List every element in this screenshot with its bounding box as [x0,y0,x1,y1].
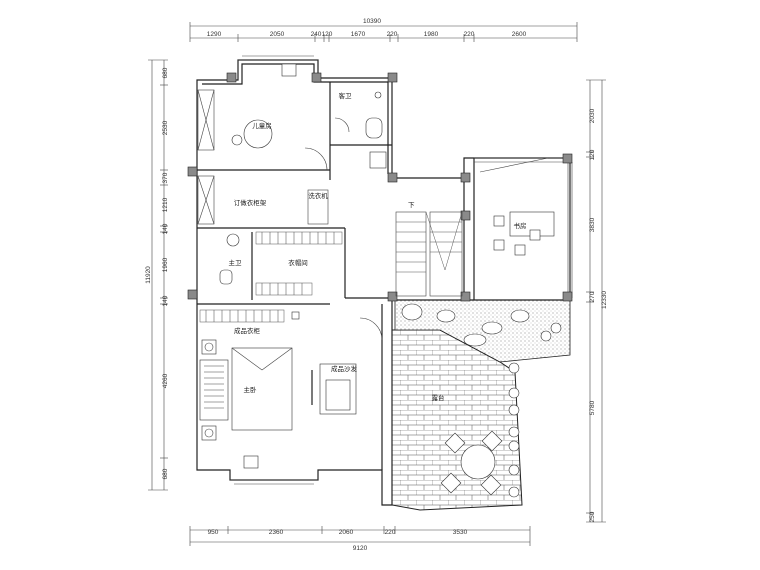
top-seg-dim: 1670 [351,31,366,38]
childrens-room: 儿童房 [197,63,328,171]
structural-columns [187,72,573,302]
bottom-seg-dim: 3530 [453,529,468,536]
left-seg-dim: 140 [162,295,169,306]
bottom-seg-dim: 950 [208,529,219,536]
top-seg-dim: 2050 [270,31,285,38]
bottom-total-dim: 9120 [353,545,368,552]
left-dimension-chain: 11920 680 2530 370 1210 140 1960 140 426… [145,59,169,491]
master-bedroom: 主卧 成品沙发 [199,317,383,469]
top-seg-dim: 120 [322,31,333,38]
guest-bath: 客卫 [334,91,387,169]
cloakroom: 衣帽间 成品衣柜 [199,231,343,335]
childrens-room-label: 儿童房 [252,121,272,130]
terrace-floor [391,299,571,511]
right-seg-dim: 120 [589,149,596,160]
top-seg-dim: 240 [311,31,322,38]
staircase: 下 [395,201,463,297]
left-seg-dim: 680 [162,468,169,479]
finished-wardrobe-label: 成品衣柜 [234,326,261,335]
bottom-dimension-chain: 950 2360 2060 220 3530 9120 [189,526,531,552]
master-bath-label: 主卫 [229,258,243,267]
top-seg-dim: 220 [464,31,475,38]
right-dimension-chain: 2030 120 3830 270 5780 250 12330 [586,79,608,522]
right-seg-dim: 5780 [589,400,596,415]
bottom-seg-dim: 2360 [269,529,284,536]
right-seg-dim: 270 [589,291,596,302]
left-seg-dim: 370 [162,172,169,183]
left-seg-dim: 2530 [162,120,169,135]
left-seg-dim: 680 [162,67,169,78]
laundry-label: 洗衣机 [308,191,328,200]
stair-direction-label: 下 [408,201,415,209]
left-seg-dim: 4260 [162,373,169,388]
right-total-dim: 12330 [601,291,608,309]
cloakroom-label: 衣帽间 [288,258,308,267]
terrace-label: 露台 [432,393,445,402]
bottom-seg-dim: 220 [385,529,396,536]
top-seg-dim: 220 [387,31,398,38]
bottom-seg-dim: 2060 [339,529,354,536]
walk-in-wardrobe-label: 订做衣柜架 [234,198,267,207]
walk-in-wardrobe: 订做衣柜架 洗衣机 [197,175,329,225]
left-seg-dim: 1960 [162,257,169,272]
top-total-dim: 10390 [363,18,381,25]
top-seg-dim: 2600 [512,31,527,38]
right-seg-dim: 250 [589,511,596,522]
building-walls [196,55,573,506]
right-seg-dim: 3830 [589,217,596,232]
master-bedroom-label: 主卧 [244,385,258,394]
study: 书房 [479,157,555,256]
leisure-sofa-label: 成品沙发 [331,364,358,373]
study-label: 书房 [514,221,527,230]
left-total-dim: 11920 [145,266,152,284]
left-seg-dim: 140 [162,223,169,234]
master-bath: 主卫 [219,233,243,285]
guest-bath-label: 客卫 [339,91,353,100]
right-seg-dim: 2030 [589,108,596,123]
top-dimension-chain: 10390 1290 2050 240 120 1670 220 1980 22… [189,18,578,42]
left-seg-dim: 1210 [162,197,169,212]
top-seg-dim: 1980 [424,31,439,38]
top-seg-dim: 1290 [207,31,222,38]
